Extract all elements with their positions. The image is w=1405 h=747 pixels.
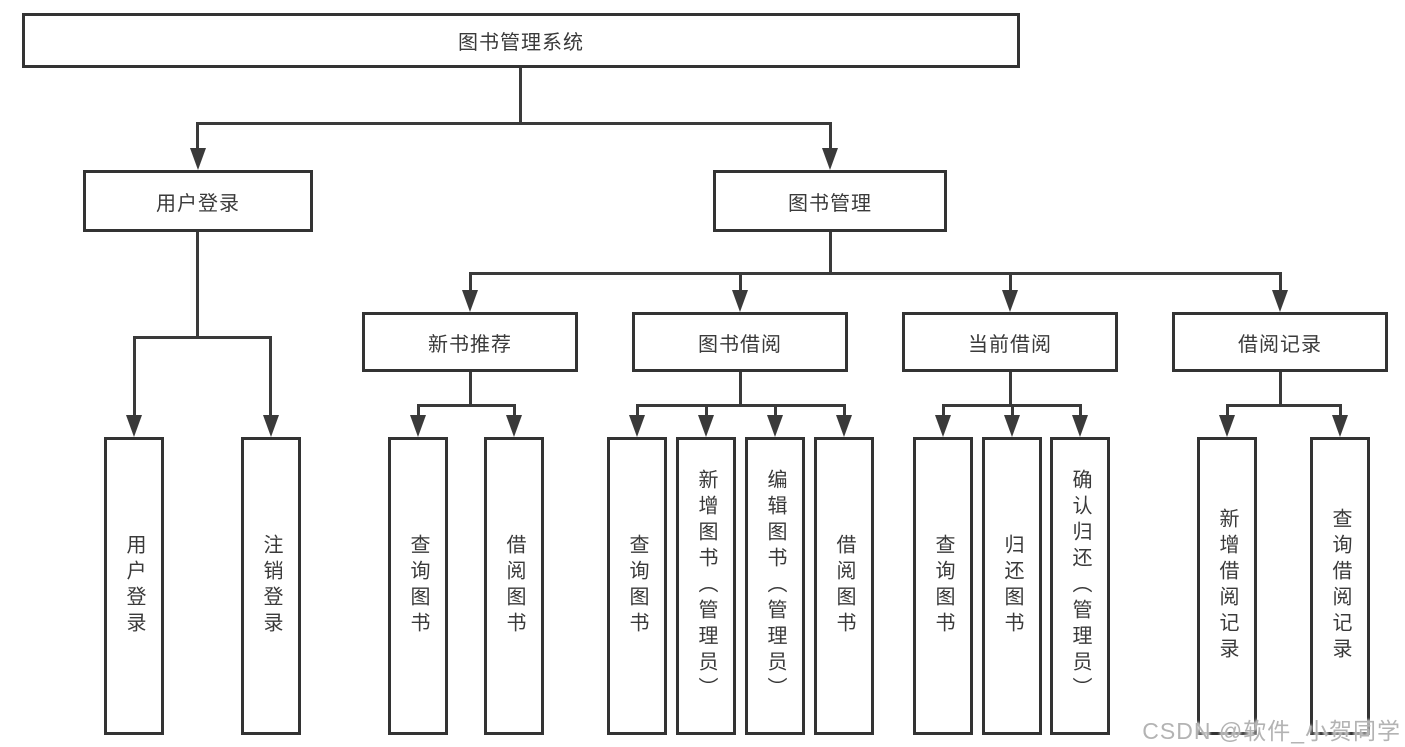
node-new-book-recommend: 新书推荐 [362, 312, 578, 372]
leaf-confirm-return-admin: 确认归还（管理员） [1050, 437, 1110, 735]
connector-line [829, 122, 832, 150]
leaf-query-books-current: 查询图书 [913, 437, 973, 735]
connector-line [519, 68, 522, 124]
connector-line [1009, 272, 1012, 292]
connector-line [636, 404, 639, 417]
arrow-down-icon [767, 415, 783, 437]
connector-line [843, 404, 846, 417]
connector-line [942, 404, 945, 417]
arrow-down-icon [1272, 290, 1288, 312]
node-current-borrow: 当前借阅 [902, 312, 1118, 372]
arrow-down-icon [1002, 290, 1018, 312]
arrow-down-icon [190, 148, 206, 170]
arrow-down-icon [506, 415, 522, 437]
connector-line [133, 336, 136, 417]
connector-line [469, 372, 472, 407]
arrow-down-icon [263, 415, 279, 437]
connector-line [469, 272, 1282, 275]
leaf-edit-book-admin: 编辑图书（管理员） [745, 437, 805, 735]
leaf-user-login: 用户登录 [104, 437, 164, 735]
connector-line [133, 336, 272, 339]
connector-line [774, 404, 777, 417]
arrow-down-icon [732, 290, 748, 312]
connector-line [417, 404, 516, 407]
node-user-login: 用户登录 [83, 170, 313, 232]
arrow-down-icon [629, 415, 645, 437]
connector-line [1226, 404, 1342, 407]
leaf-borrow-books: 借阅图书 [814, 437, 874, 735]
arrow-down-icon [1072, 415, 1088, 437]
connector-line [1226, 404, 1229, 417]
arrow-down-icon [822, 148, 838, 170]
arrow-down-icon [410, 415, 426, 437]
watermark: CSDN @软件_小贺同学 [1142, 718, 1401, 744]
arrow-down-icon [935, 415, 951, 437]
leaf-borrow-books-recommend: 借阅图书 [484, 437, 544, 735]
connector-line [513, 404, 516, 417]
arrow-down-icon [1219, 415, 1235, 437]
connector-line [1079, 404, 1082, 417]
leaf-return-books: 归还图书 [982, 437, 1042, 735]
leaf-query-books-recommend: 查询图书 [388, 437, 448, 735]
arrow-down-icon [126, 415, 142, 437]
node-book-borrow: 图书借阅 [632, 312, 848, 372]
node-root: 图书管理系统 [22, 13, 1020, 68]
connector-line [1011, 404, 1014, 417]
connector-line [829, 232, 832, 274]
arrow-down-icon [1332, 415, 1348, 437]
arrow-down-icon [462, 290, 478, 312]
connector-line [269, 336, 272, 417]
connector-line [1009, 372, 1012, 407]
leaf-add-borrow-record: 新增借阅记录 [1197, 437, 1257, 735]
leaf-query-borrow-record: 查询借阅记录 [1310, 437, 1370, 735]
leaf-add-book-admin: 新增图书（管理员） [676, 437, 736, 735]
arrow-down-icon [698, 415, 714, 437]
connector-line [636, 404, 846, 407]
connector-line [705, 404, 708, 417]
connector-line [1279, 372, 1282, 407]
arrow-down-icon [1004, 415, 1020, 437]
connector-line [196, 122, 199, 150]
connector-line [197, 122, 832, 125]
arrow-down-icon [836, 415, 852, 437]
node-borrow-records: 借阅记录 [1172, 312, 1388, 372]
node-book-management: 图书管理 [713, 170, 947, 232]
connector-line [1339, 404, 1342, 417]
leaf-query-books-borrow: 查询图书 [607, 437, 667, 735]
connector-line [1279, 272, 1282, 292]
connector-line [739, 372, 742, 407]
connector-line [196, 232, 199, 339]
connector-line [417, 404, 420, 417]
connector-line [469, 272, 472, 292]
leaf-logout: 注销登录 [241, 437, 301, 735]
connector-line [739, 272, 742, 292]
